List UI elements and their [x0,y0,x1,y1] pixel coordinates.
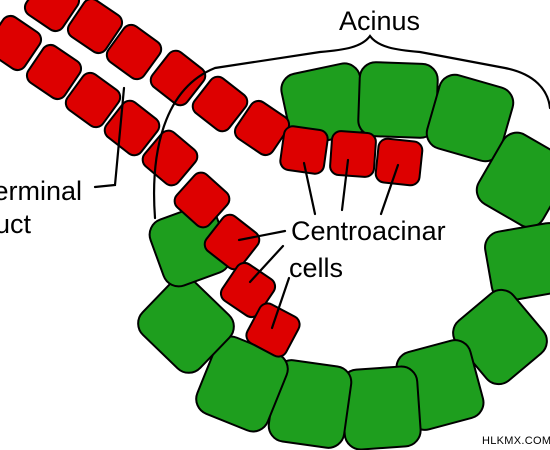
duct-cell [66,0,124,55]
centroacinar-leader-6 [270,276,291,330]
terminal-duct-cells [0,0,424,358]
duct-cell [173,171,231,229]
duct-cell [233,99,291,157]
acinar-cell [475,131,550,229]
acinus-brace [153,34,550,220]
centroacinar-label-line2: cells [289,253,344,283]
terminal-duct-label-line2: duct [0,209,32,239]
terminal-duct-leader [93,86,126,189]
acinar-cell [137,276,235,374]
acinar-cell [484,222,550,302]
duct-cell [0,14,43,72]
acinus-label: Acinus [339,6,421,36]
duct-cell [64,71,122,129]
centroacinar-leader-4 [237,229,287,242]
acinar-cell [340,365,422,450]
duct-cell [25,43,83,101]
acinar-cell [425,73,515,163]
label-leader-lines [93,34,550,330]
duct-cell [105,23,163,81]
acinar-cell-ring [137,61,550,450]
centroacinar-leader-1 [302,161,317,216]
centroacinar-label-line1: Centroacinar [291,216,446,246]
terminal-duct-label-line1: Terminal [0,176,83,206]
duct-cell [141,129,199,187]
watermark: HLKMX.COM [482,435,550,447]
duct-cell [374,137,424,187]
centroacinar-leader-5 [248,244,285,284]
duct-cell [329,130,377,178]
centroacinar-leader-2 [340,158,350,212]
duct-cell [149,49,207,107]
duct-cell [203,213,261,271]
duct-cell [23,0,81,33]
duct-cell [191,75,249,133]
duct-cell [279,125,329,175]
centroacinar-leader-3 [379,163,400,216]
duct-cell [245,302,301,358]
acinar-cell [357,61,439,139]
